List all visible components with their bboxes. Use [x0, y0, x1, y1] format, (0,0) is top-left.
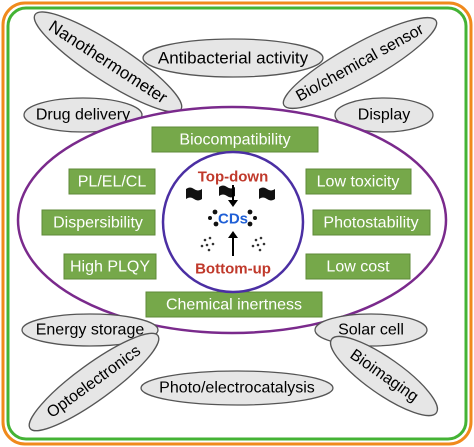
chemical-inertness-label: Chemical inertness — [166, 297, 302, 314]
pl-el-cl-label: PL/EL/CL — [78, 174, 147, 191]
property-high-plqy: High PLQY — [63, 253, 157, 280]
carbon-dot-cluster-icon — [208, 209, 257, 227]
inner-frame — [6, 6, 468, 441]
application-display: Display — [334, 97, 434, 133]
bottom-up-arrow — [228, 231, 238, 256]
property-biocompatibility: Biocompatibility — [151, 126, 319, 153]
application-photo-electrocatalysis: Photo/electrocatalysis — [140, 370, 334, 406]
cds-label: CDs — [218, 211, 248, 228]
application-energy-storage: Energy storage — [21, 313, 159, 347]
antibacterial-label: Antibacterial activity — [158, 49, 309, 68]
low-toxicity-label: Low toxicity — [317, 174, 400, 191]
application-solar-cell: Solar cell — [314, 313, 428, 347]
top-down-label: Top-down — [198, 169, 269, 186]
property-photostability: Photostability — [312, 209, 431, 236]
top-down-arrow — [228, 185, 238, 207]
display-label: Display — [358, 107, 410, 124]
photostability-label: Photostability — [323, 215, 418, 232]
bottom-up-label: Bottom-up — [195, 261, 271, 278]
property-low-cost: Low cost — [305, 253, 411, 280]
graphene-flake-icon — [186, 185, 275, 201]
property-chemical-inertness: Chemical inertness — [145, 291, 323, 318]
nanodot-icon — [200, 236, 266, 252]
photocatalysis-label: Photo/electrocatalysis — [159, 380, 315, 397]
property-dispersibility: Dispersibility — [41, 209, 156, 236]
application-drug-delivery: Drug delivery — [23, 97, 143, 133]
drug-delivery-label: Drug delivery — [36, 107, 130, 124]
solar-cell-label: Solar cell — [338, 322, 404, 339]
high-plqy-label: High PLQY — [70, 259, 150, 276]
biocompatibility-label: Biocompatibility — [179, 132, 290, 149]
optoelectronics-label: Optoelectronics — [44, 342, 144, 421]
application-antibacterial-activity: Antibacterial activity — [142, 38, 324, 78]
dispersibility-label: Dispersibility — [53, 215, 143, 232]
property-low-toxicity: Low toxicity — [305, 168, 412, 195]
energy-storage-label: Energy storage — [36, 322, 145, 339]
low-cost-label: Low cost — [326, 259, 390, 276]
property-pl-el-cl: PL/EL/CL — [68, 168, 156, 195]
cds-core-circle — [161, 150, 305, 294]
